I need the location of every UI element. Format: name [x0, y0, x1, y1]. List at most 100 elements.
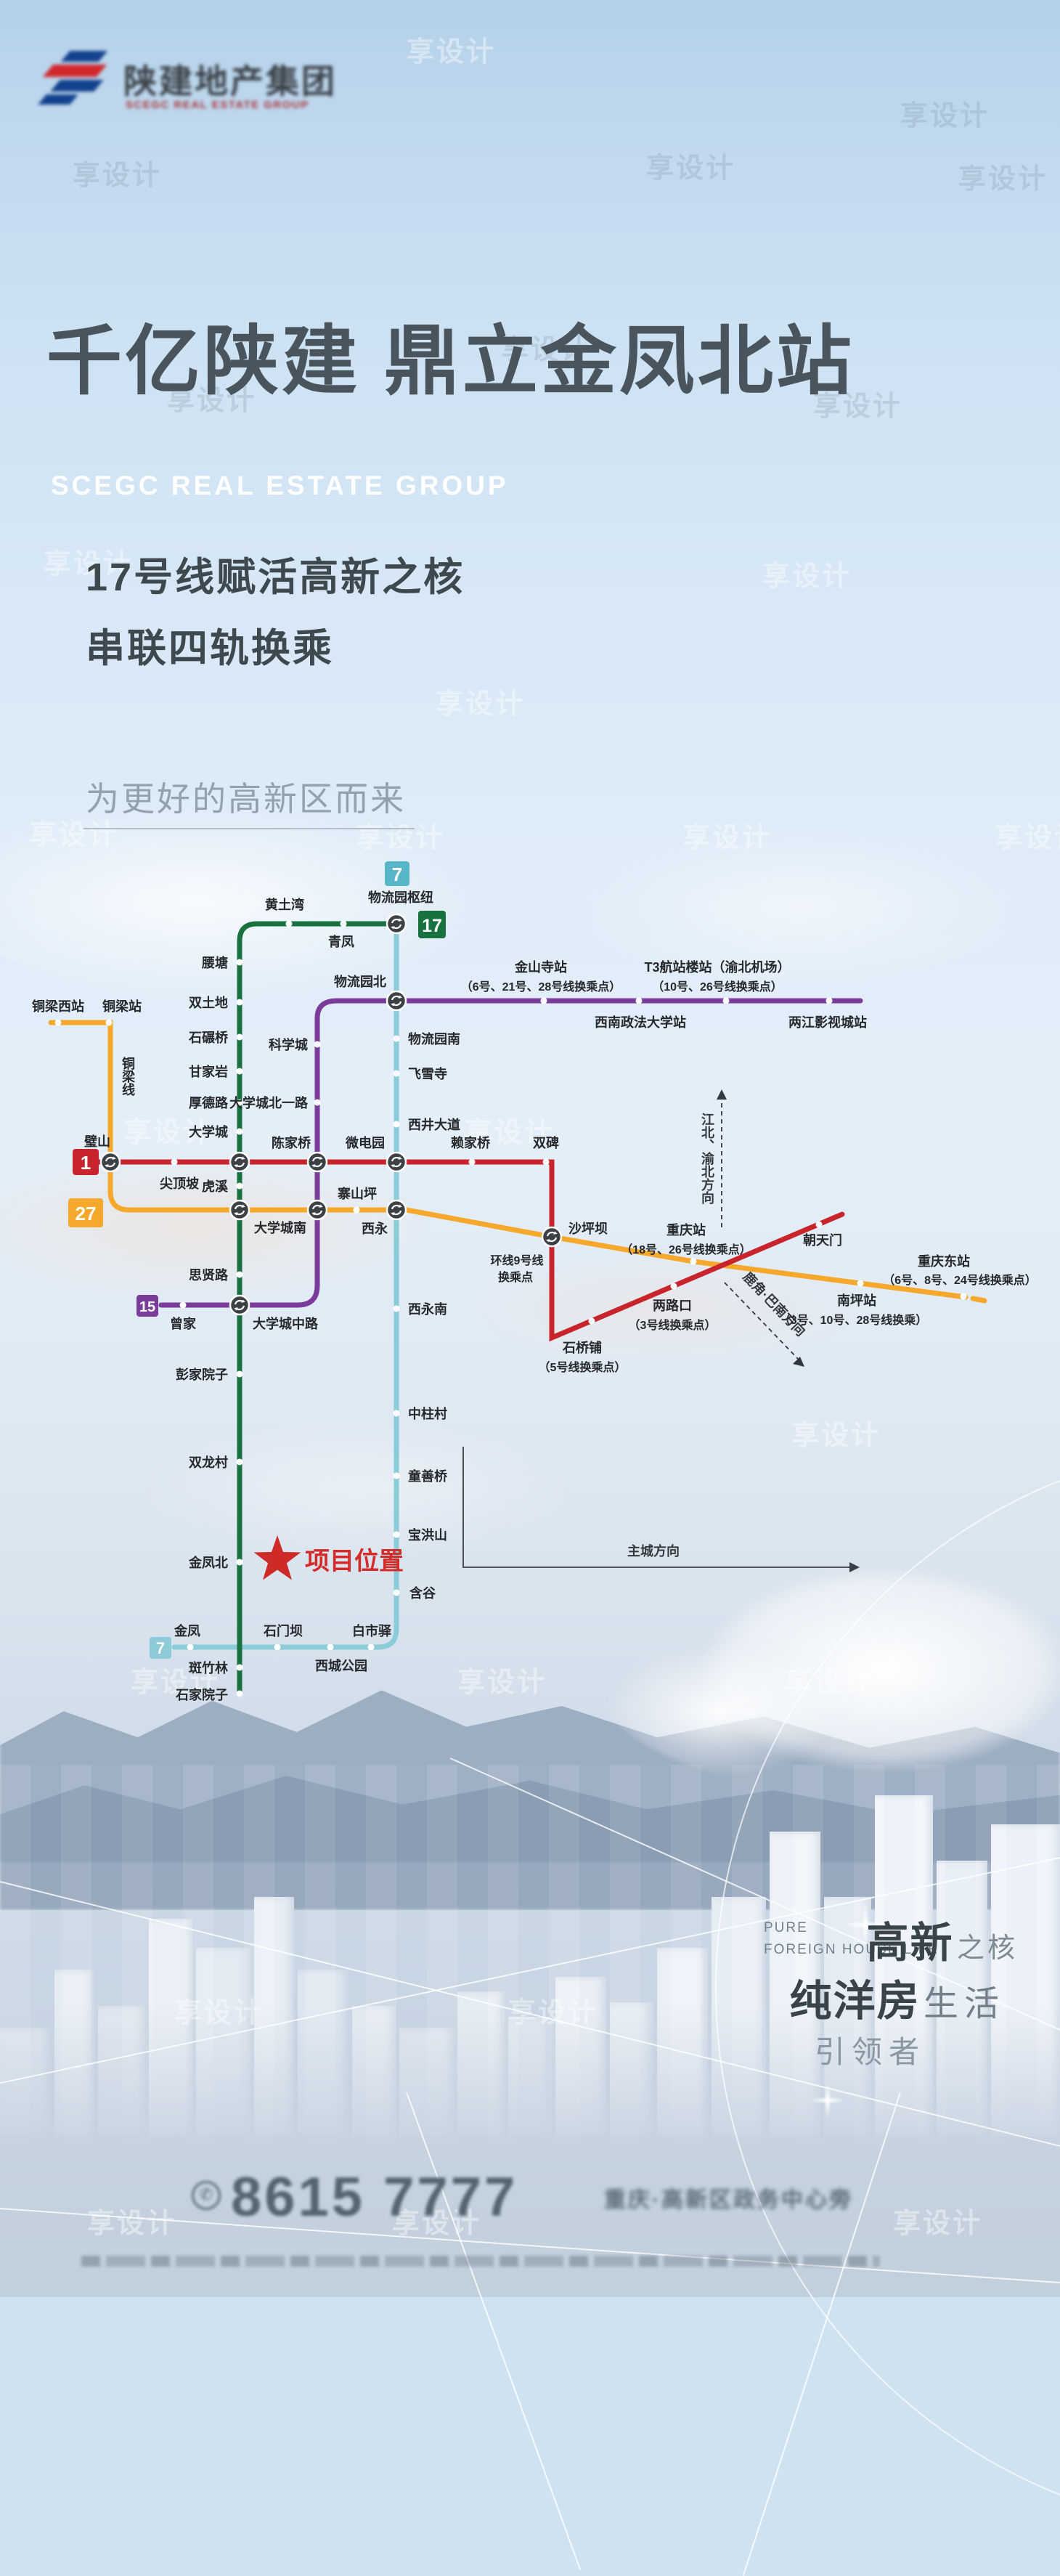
station-label: 中柱村: [408, 1406, 447, 1421]
station-label: 两江影视城站: [788, 1015, 867, 1030]
poster-title: 千亿陕建 鼎立金凤北站: [46, 320, 855, 404]
badge-7-bottom: 7: [156, 1639, 165, 1657]
station-label: 金凤北: [188, 1555, 228, 1570]
company-logo: 陕建地产集团 SCEGC REAL ESTATE GROUP: [38, 45, 415, 125]
badge-27: 27: [76, 1203, 97, 1224]
station-label: 石碾桥: [188, 1030, 229, 1045]
footer-headline-3: 引领者: [815, 2035, 926, 2069]
station-sublabel: （5号线换乘点）: [539, 1360, 627, 1374]
station-label: 两路口: [653, 1298, 692, 1313]
line-name-label: 铜梁线: [121, 1056, 136, 1096]
line-badges: 7 17 1 27 15 7: [68, 861, 446, 1659]
station-label: 双龙村: [189, 1455, 228, 1470]
station-label: 南坪站: [837, 1293, 876, 1308]
badge-1: 1: [81, 1152, 91, 1174]
footer-en-line2: FOREIGN HOUSE LIFE: [764, 1942, 939, 1957]
station-label: 童善桥: [408, 1468, 448, 1484]
station-label: 大学城: [189, 1124, 228, 1139]
station-label: 青凤: [328, 935, 354, 949]
station-sublabel: （6号、8号、24号线换乘点）: [883, 1273, 1037, 1287]
footer-headline-2: 纯洋房 生活: [790, 1967, 1005, 2028]
badge-17: 17: [422, 916, 442, 936]
station-label: 彭家院子: [176, 1367, 228, 1382]
station-label: 物流园北: [334, 974, 386, 989]
station-label: 重庆东站: [918, 1254, 970, 1269]
footer-headline-1-light: 之核: [956, 1933, 1018, 1964]
project-address: 重庆·高新区政务中心旁: [604, 2188, 853, 2212]
station-label: 物流园南: [408, 1031, 460, 1047]
station-label: 双土地: [189, 995, 228, 1010]
station-label: 甘家岩: [189, 1064, 228, 1079]
station-label: 西井大道: [408, 1117, 460, 1132]
station-label: 腰塘: [201, 955, 228, 970]
station-label: 铜梁站: [102, 999, 142, 1014]
station-label: 大学城中路: [253, 1316, 319, 1331]
station-sublabel: （18号、26号线换乘点）: [621, 1243, 751, 1256]
footer-headline-1-strong: 高新: [866, 1919, 954, 1967]
station-dots: [54, 920, 967, 1697]
metro-map: 江北、渝北方向 鹿角·巴南方向 主城方向: [32, 861, 1037, 1702]
station-sublabel: 环线9号线: [491, 1254, 544, 1267]
station-label: 西永: [362, 1221, 388, 1236]
line-27-tongliang-path: [48, 1020, 987, 1304]
station-labels: 物流园枢纽 黄土湾 青凤 腰塘 双土地 石碾桥 甘家岩 厚德路 大学城 虎溪 思…: [32, 890, 1037, 1702]
disclaimer-blurred-text: [81, 2256, 880, 2267]
phone-row: ✆ 8615 7777: [192, 2166, 518, 2229]
station-label: 虎溪: [202, 1179, 229, 1194]
station-sublabel: 换乘点: [498, 1270, 533, 1284]
station-label: 思贤路: [189, 1267, 229, 1283]
city-direction-label: 主城方向: [627, 1543, 680, 1559]
station-label: 白市驿: [352, 1623, 392, 1638]
station-label: 含谷: [409, 1585, 436, 1601]
phone-icon: ✆: [192, 2181, 221, 2210]
station-label: 物流园枢纽: [368, 890, 433, 905]
line-17-path: [237, 921, 399, 1697]
project-location-marker: 项目位置: [253, 1535, 404, 1580]
station-label: 科学城: [269, 1037, 308, 1052]
station-label: 飞雪寺: [408, 1067, 447, 1081]
badge-7-top: 7: [392, 864, 402, 885]
station-label: 赖家桥: [451, 1135, 491, 1150]
company-subtitle: SCEGC REAL ESTATE GROUP: [126, 99, 309, 111]
badge-15: 15: [139, 1299, 155, 1315]
slogan-line-1: 17号线赋活高新之核: [86, 556, 465, 599]
station-label: 尖顶坡: [160, 1176, 200, 1191]
station-label: 大学城南: [254, 1220, 306, 1235]
project-location-label: 项目位置: [305, 1548, 404, 1575]
footer-en-line1: PURE: [764, 1920, 808, 1935]
station-label: 西城公园: [315, 1658, 367, 1673]
station-label: 璧山: [84, 1134, 110, 1149]
north-direction-label: 江北、渝北方向: [700, 1113, 714, 1205]
station-sublabel: （3号、10号、28号线换乘）: [779, 1313, 928, 1327]
station-label: 石门坝: [263, 1623, 303, 1638]
station-label: 铜梁西站: [32, 999, 84, 1014]
station-label: 斑竹林: [189, 1660, 228, 1675]
station-label: 石桥铺: [562, 1340, 602, 1355]
station-label: 宝洪山: [408, 1527, 447, 1543]
phone-number: 8615 7777: [231, 2166, 518, 2228]
station-label: 厚德路: [189, 1095, 229, 1110]
slogan-line-2: 串联四轨换乘: [86, 627, 334, 670]
poster-subtitle: SCEGC REAL ESTATE GROUP: [51, 471, 509, 500]
southeast-direction-label: 鹿角·巴南方向: [741, 1269, 809, 1339]
north-direction-arrow: 江北、渝北方向: [700, 1089, 727, 1227]
station-label: 沙坪坝: [568, 1222, 608, 1236]
footer-headline-2-light: 生活: [923, 1985, 1005, 2023]
station-label: 陈家桥: [272, 1135, 311, 1150]
line-7-path: [171, 921, 399, 1650]
station-label: 重庆站: [666, 1222, 706, 1238]
station-label: 大学城北一路: [229, 1095, 309, 1110]
station-sublabel: （10号、26号线换乘点）: [652, 980, 783, 994]
station-label: 微电园: [345, 1135, 385, 1150]
station-label: 金山寺站: [514, 959, 567, 975]
company-name: 陕建地产集团: [123, 62, 337, 100]
station-label: 曾家: [170, 1316, 197, 1331]
station-label: 寨山坪: [338, 1186, 377, 1201]
station-label: 朝天门: [803, 1232, 842, 1248]
station-label: 西南政法大学站: [595, 1015, 686, 1030]
station-label: T3航站楼站（渝北机场）: [644, 959, 790, 975]
footer-headline-1: 高新 之核: [867, 1909, 1018, 1970]
tagline-underline: [83, 828, 415, 829]
footer-english-caption: PURE FOREIGN HOUSE LIFE: [764, 1917, 939, 1961]
tagline: 为更好的高新区而来: [86, 780, 406, 818]
